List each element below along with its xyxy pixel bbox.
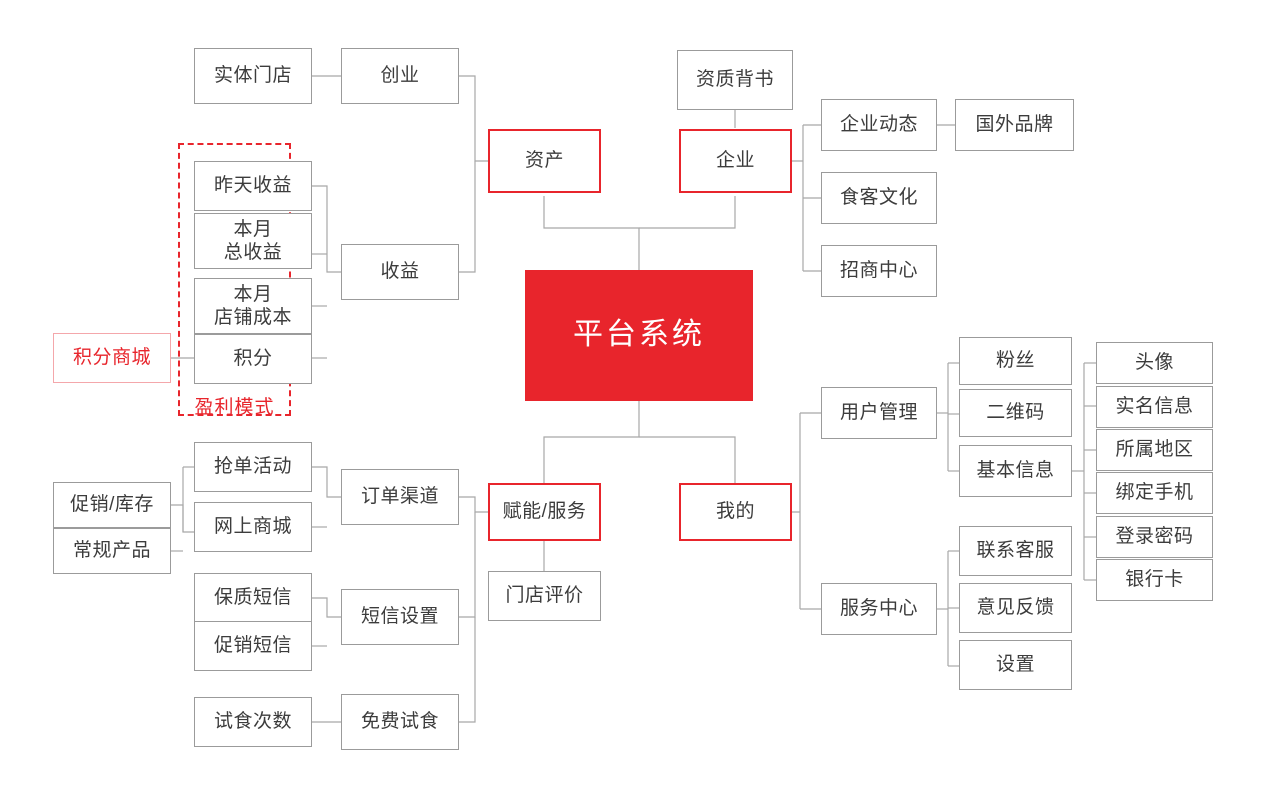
node-physical-store[interactable]: 实体门店 <box>194 48 312 104</box>
node-regular-product[interactable]: 常规产品 <box>53 528 171 574</box>
node-grab-order-activity[interactable]: 抢单活动 <box>194 442 312 492</box>
node-startup[interactable]: 创业 <box>341 48 459 104</box>
node-foreign-brand[interactable]: 国外品牌 <box>955 99 1074 151</box>
node-enterprise[interactable]: 企业 <box>679 129 792 193</box>
node-settings[interactable]: 设置 <box>959 640 1072 690</box>
node-store-review[interactable]: 门店评价 <box>488 571 601 621</box>
node-points[interactable]: 积分 <box>194 334 312 384</box>
node-fans[interactable]: 粉丝 <box>959 337 1072 385</box>
node-quality-sms[interactable]: 保质短信 <box>194 573 312 623</box>
node-contact-support[interactable]: 联系客服 <box>959 526 1072 576</box>
node-service-center[interactable]: 服务中心 <box>821 583 937 635</box>
node-avatar[interactable]: 头像 <box>1096 342 1213 384</box>
node-qualification-endorsement[interactable]: 资质背书 <box>677 50 793 110</box>
group-label-profit-model: 盈利模式 <box>194 397 275 418</box>
node-online-mall[interactable]: 网上商城 <box>194 502 312 552</box>
node-month-store-cost[interactable]: 本月 店铺成本 <box>194 278 312 334</box>
node-promotion-sms[interactable]: 促销短信 <box>194 621 312 671</box>
node-sms-settings[interactable]: 短信设置 <box>341 589 459 645</box>
node-root-platform-system[interactable]: 平台系统 <box>525 270 753 401</box>
node-qr-code[interactable]: 二维码 <box>959 389 1072 437</box>
node-points-mall[interactable]: 积分商城 <box>53 333 171 383</box>
node-yesterday-income[interactable]: 昨天收益 <box>194 161 312 211</box>
node-income[interactable]: 收益 <box>341 244 459 300</box>
node-diner-culture[interactable]: 食客文化 <box>821 172 937 224</box>
node-assets[interactable]: 资产 <box>488 129 601 193</box>
node-tasting-count[interactable]: 试食次数 <box>194 697 312 747</box>
node-real-name-info[interactable]: 实名信息 <box>1096 386 1213 428</box>
node-login-password[interactable]: 登录密码 <box>1096 516 1213 558</box>
node-user-management[interactable]: 用户管理 <box>821 387 937 439</box>
node-basic-info[interactable]: 基本信息 <box>959 445 1072 497</box>
node-investment-center[interactable]: 招商中心 <box>821 245 937 297</box>
node-promotion-inventory[interactable]: 促销/库存 <box>53 482 171 528</box>
node-bank-card[interactable]: 银行卡 <box>1096 559 1213 601</box>
node-bound-phone[interactable]: 绑定手机 <box>1096 472 1213 514</box>
node-enterprise-news[interactable]: 企业动态 <box>821 99 937 151</box>
node-order-channel[interactable]: 订单渠道 <box>341 469 459 525</box>
node-month-total-income[interactable]: 本月 总收益 <box>194 213 312 269</box>
node-region[interactable]: 所属地区 <box>1096 429 1213 471</box>
node-empowerment-service[interactable]: 赋能/服务 <box>488 483 601 541</box>
node-free-tasting[interactable]: 免费试食 <box>341 694 459 750</box>
node-feedback[interactable]: 意见反馈 <box>959 583 1072 633</box>
node-mine[interactable]: 我的 <box>679 483 792 541</box>
